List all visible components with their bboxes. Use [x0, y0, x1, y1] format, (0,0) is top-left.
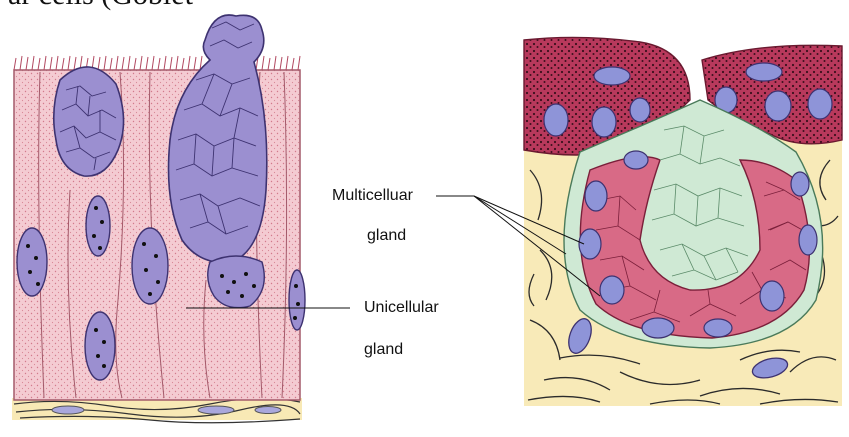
goblet-cell-left: [54, 67, 124, 176]
label-unicellular: Unicellular: [364, 299, 439, 317]
label-multicellular: Multicelluar: [332, 187, 413, 205]
header-fragment: ar cells (Goblet: [8, 0, 193, 12]
goblet-cell-secreting: [169, 15, 267, 263]
label-multicellular-gland: gland: [367, 227, 406, 245]
unicellular-panel: [12, 15, 305, 423]
multicellular-panel: [524, 37, 842, 406]
label-unicellular-gland: gland: [364, 341, 403, 359]
